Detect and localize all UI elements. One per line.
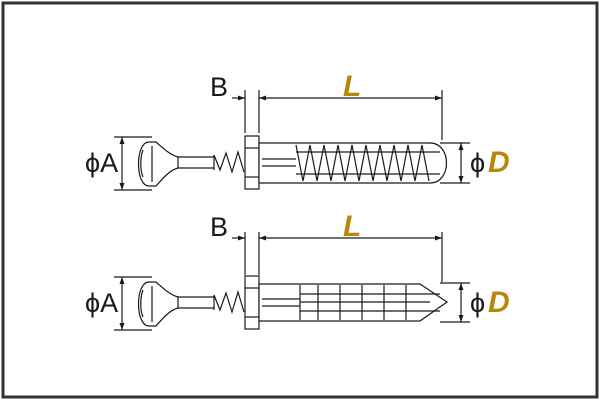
top-figure [114, 90, 470, 191]
bottom-figure [114, 232, 470, 331]
bottom-phi-d-letter: D [488, 286, 510, 319]
bottom-l-dimension [259, 232, 443, 282]
bottom-phi-a-dimension [114, 276, 152, 331]
bottom-nail-head [138, 281, 179, 327]
top-phi-a-label: ϕA [85, 148, 118, 178]
top-l-label: L [343, 70, 361, 103]
bottom-b-label: B [210, 212, 228, 242]
bottom-anchor-collar [244, 275, 260, 330]
bottom-phi-a-label: ϕA [85, 288, 118, 318]
top-screw-thread [213, 149, 245, 175]
top-phi-d-symbol: ϕ [470, 148, 485, 178]
bottom-l-label: L [343, 210, 361, 243]
bottom-phi-d-symbol: ϕ [470, 288, 485, 318]
top-phi-d-letter: D [488, 146, 510, 179]
top-anchor-collar [244, 135, 260, 190]
bottom-nail-ribs [213, 289, 245, 315]
top-l-dimension [259, 90, 443, 140]
top-b-label: B [210, 72, 228, 102]
top-screw-head [138, 141, 179, 187]
bottom-phi-d-dimension [440, 282, 470, 323]
top-phi-a-dimension [114, 136, 152, 191]
top-phi-d-dimension [440, 142, 470, 184]
